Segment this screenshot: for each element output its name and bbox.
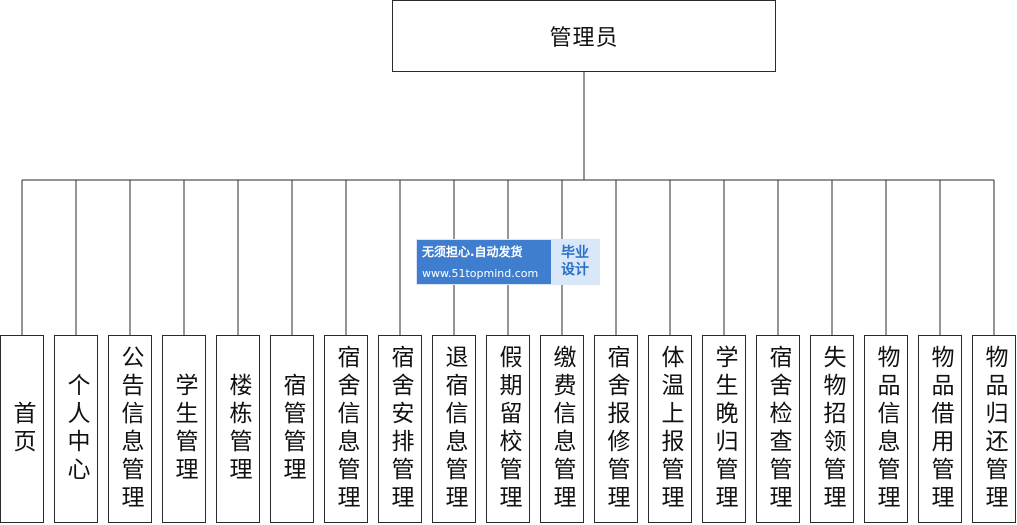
watermark-main: 无须担心.自动发货 www.51topmind.com <box>417 240 551 284</box>
watermark-banner: 无须担心.自动发货 www.51topmind.com 毕业 设计 <box>416 239 600 285</box>
child-node: 宿舍安排管理 <box>378 335 422 523</box>
child-node-label: 物品信息管理 <box>873 345 899 513</box>
child-node: 学生晚归管理 <box>702 335 746 523</box>
watermark-side-label-2: 设计 <box>561 262 589 278</box>
child-node: 体温上报管理 <box>648 335 692 523</box>
child-node-label: 宿舍检查管理 <box>765 345 791 513</box>
child-node-label: 失物招领管理 <box>819 345 845 513</box>
child-node-label: 个人中心 <box>63 373 89 485</box>
child-node: 学生管理 <box>162 335 206 523</box>
child-node: 物品信息管理 <box>864 335 908 523</box>
child-node-label: 假期留校管理 <box>495 345 521 513</box>
child-node: 假期留校管理 <box>486 335 530 523</box>
child-node: 失物招领管理 <box>810 335 854 523</box>
child-node-label: 学生管理 <box>171 373 197 485</box>
child-node-label: 楼栋管理 <box>225 373 251 485</box>
child-node-label: 体温上报管理 <box>657 345 683 513</box>
child-node: 楼栋管理 <box>216 335 260 523</box>
child-node: 宿管管理 <box>270 335 314 523</box>
child-node: 首页 <box>0 335 44 523</box>
child-node: 个人中心 <box>54 335 98 523</box>
watermark-side-label-1: 毕业 <box>561 245 589 261</box>
child-node: 宿舍报修管理 <box>594 335 638 523</box>
root-node: 管理员 <box>392 0 776 72</box>
watermark-url: www.51topmind.com <box>422 267 539 280</box>
child-node: 宿舍检查管理 <box>756 335 800 523</box>
child-node-label: 公告信息管理 <box>117 345 143 513</box>
child-node-label: 宿舍信息管理 <box>333 345 359 513</box>
child-node-label: 首页 <box>9 401 35 457</box>
child-node-label: 宿舍报修管理 <box>603 345 629 513</box>
child-node: 缴费信息管理 <box>540 335 584 523</box>
child-node-label: 缴费信息管理 <box>549 345 575 513</box>
root-node-label: 管理员 <box>549 26 619 51</box>
child-node: 物品借用管理 <box>918 335 962 523</box>
child-node-label: 宿舍安排管理 <box>387 345 413 513</box>
child-node-label: 学生晚归管理 <box>711 345 737 513</box>
child-node: 物品归还管理 <box>972 335 1016 523</box>
child-node: 退宿信息管理 <box>432 335 476 523</box>
child-node: 宿舍信息管理 <box>324 335 368 523</box>
child-node: 公告信息管理 <box>108 335 152 523</box>
watermark-side: 毕业 设计 <box>551 240 599 284</box>
watermark-slogan: 无须担心.自动发货 <box>422 245 523 259</box>
child-node-label: 物品借用管理 <box>927 345 953 513</box>
child-node-label: 宿管管理 <box>279 373 305 485</box>
child-node-label: 物品归还管理 <box>981 345 1007 513</box>
child-node-label: 退宿信息管理 <box>441 345 467 513</box>
